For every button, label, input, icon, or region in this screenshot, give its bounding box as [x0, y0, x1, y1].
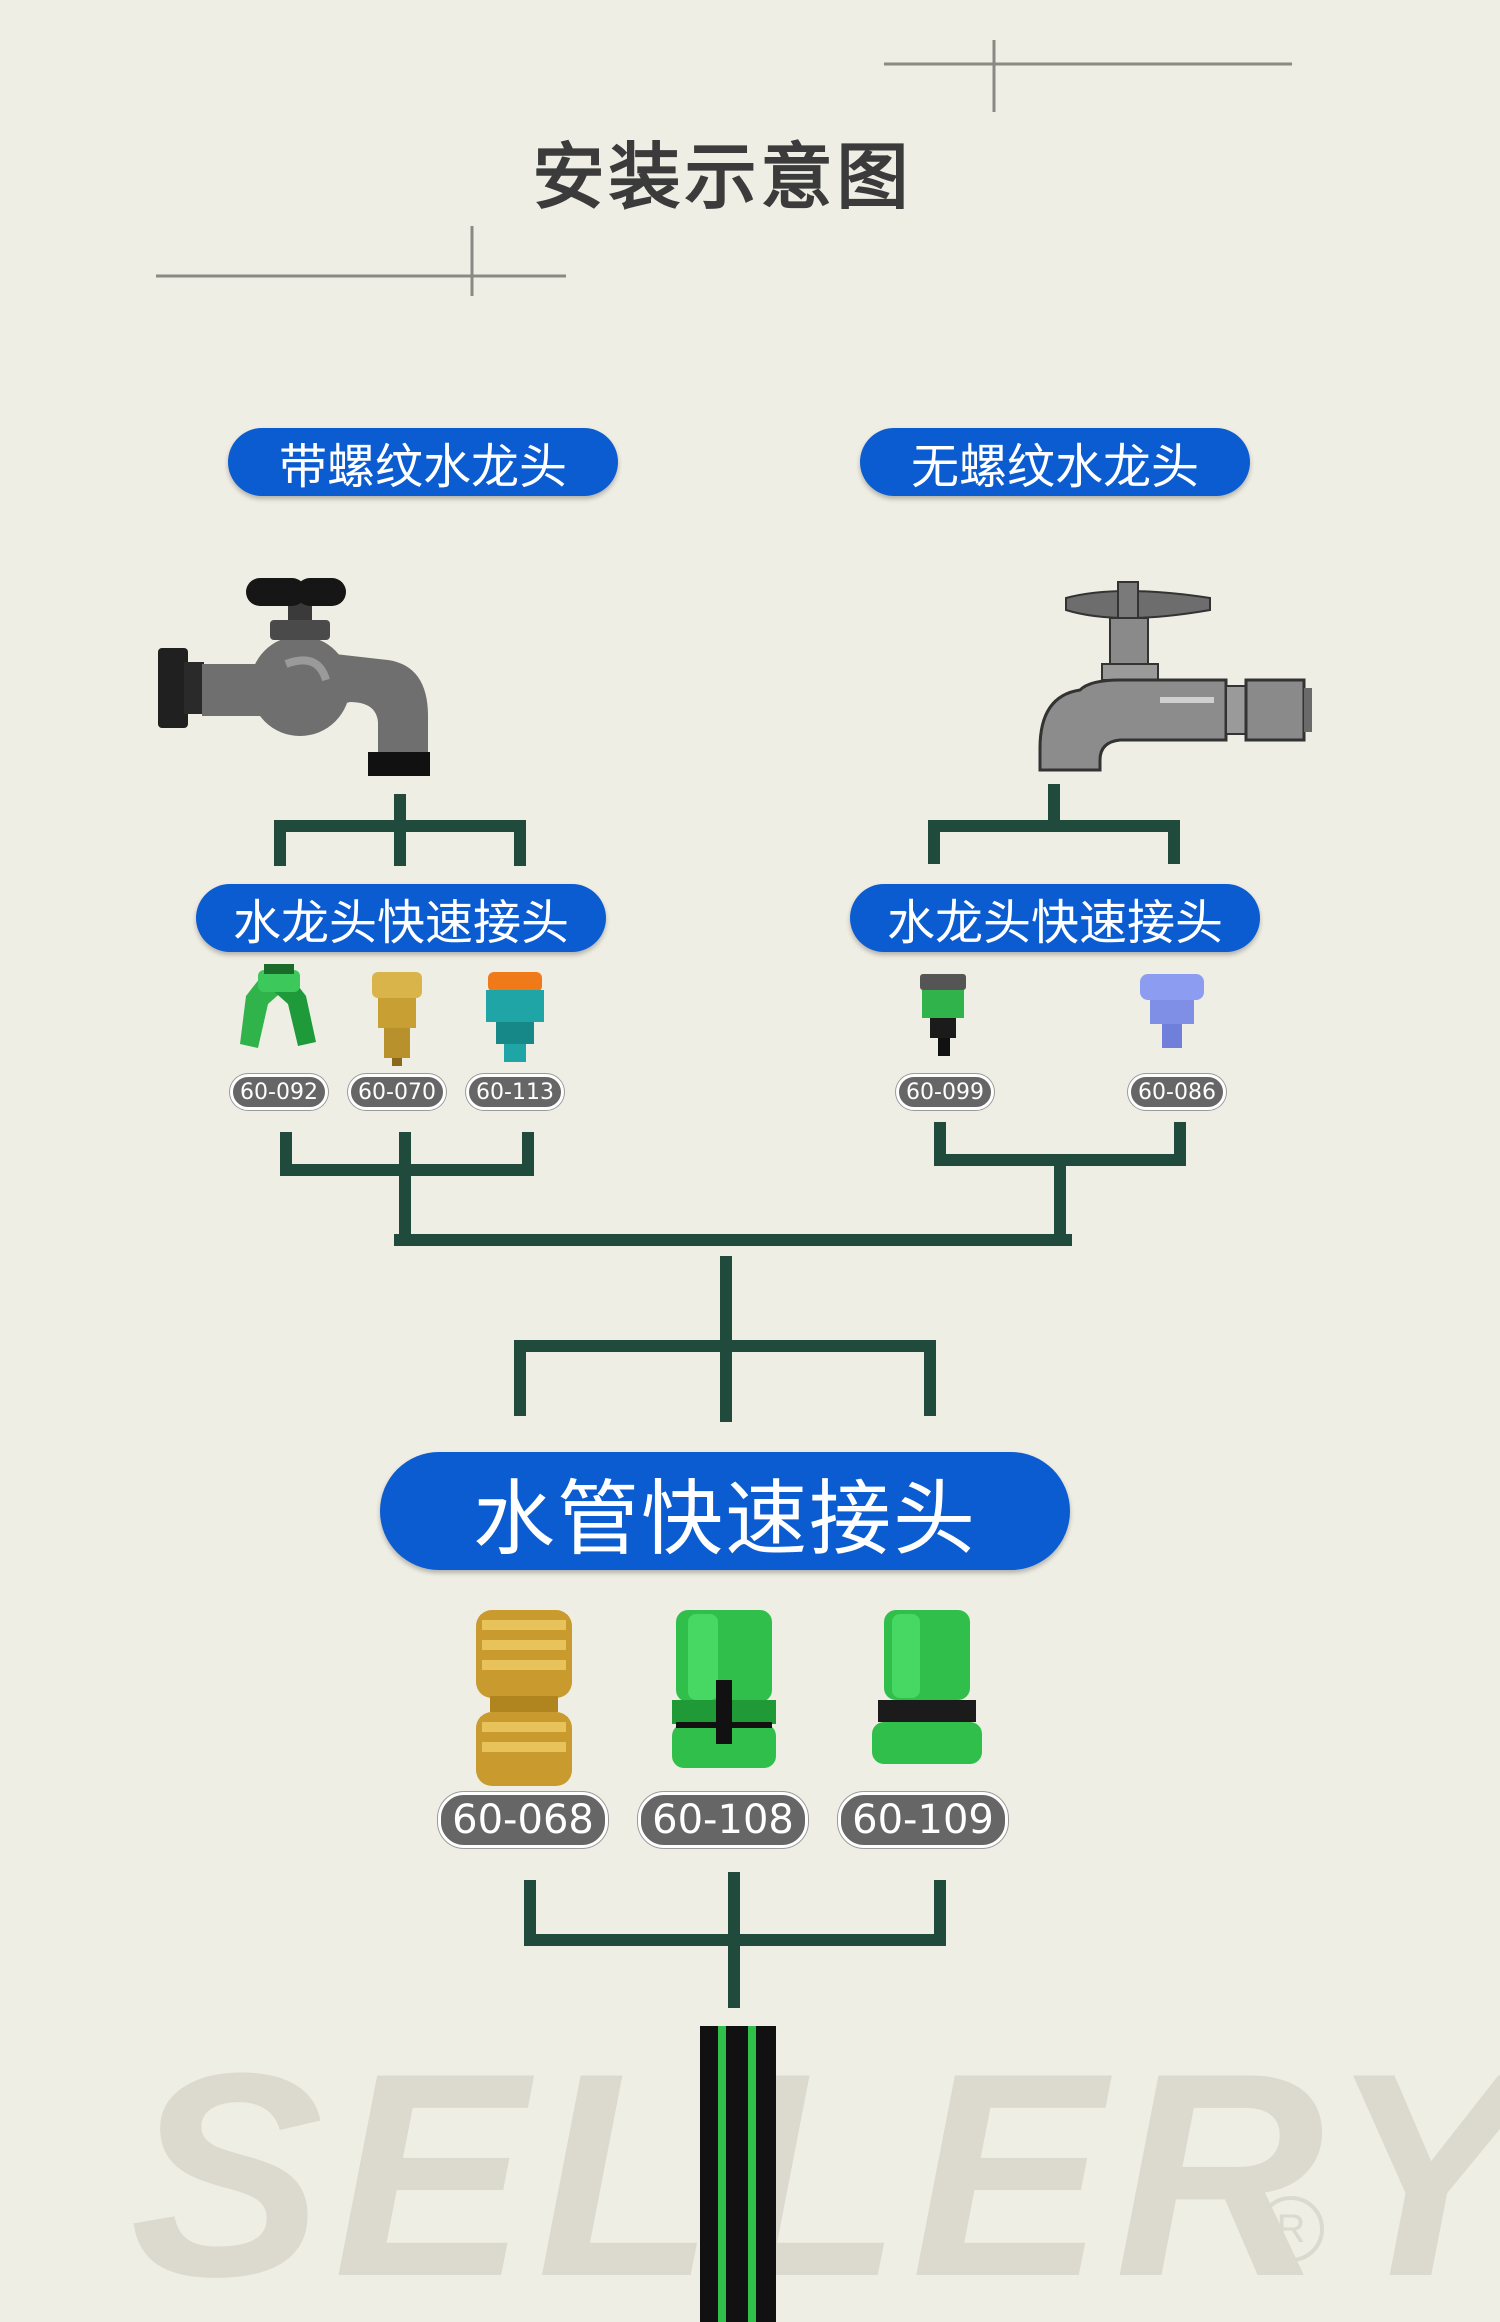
part-code-badge: 60-068: [438, 1792, 608, 1848]
part-60-086-image: [1140, 974, 1204, 1048]
unthreaded-faucet-label: 无螺纹水龙头: [860, 428, 1250, 496]
part-60-113-image: [486, 972, 544, 1062]
part-code-badge: 60-108: [638, 1792, 808, 1848]
part-60-109-image: [872, 1610, 982, 1764]
left-faucet-connector-label: 水龙头快速接头: [196, 884, 606, 952]
part-60-092-image: [240, 964, 316, 1048]
part-60-099-image: [920, 974, 966, 1056]
brand-watermark: SELLERY: [130, 2013, 1500, 2322]
right-faucet-connector-label: 水龙头快速接头: [850, 884, 1260, 952]
part-code-badge: 60-092: [230, 1074, 328, 1110]
unthreaded-faucet-icon: [1038, 581, 1312, 772]
part-60-108-image: [672, 1610, 776, 1768]
page-title: 安装示意图: [532, 134, 913, 219]
part-code-badge: 60-070: [348, 1074, 446, 1110]
hose-connector-label: 水管快速接头: [380, 1452, 1070, 1570]
connector-lines: [274, 784, 1186, 2008]
threaded-faucet-label: 带螺纹水龙头: [228, 428, 618, 496]
part-code-badge: 60-109: [838, 1792, 1008, 1848]
part-code-badge: 60-099: [896, 1074, 994, 1110]
part-code-badge: 60-113: [466, 1074, 564, 1110]
registered-mark: R: [1258, 2196, 1324, 2262]
part-60-068-image: [476, 1610, 572, 1786]
garden-hose-icon: [700, 2026, 776, 2322]
part-code-badge: 60-086: [1128, 1074, 1226, 1110]
threaded-faucet-icon: [158, 578, 430, 776]
title-decoration: [156, 40, 1292, 296]
part-60-070-image: [372, 972, 422, 1066]
